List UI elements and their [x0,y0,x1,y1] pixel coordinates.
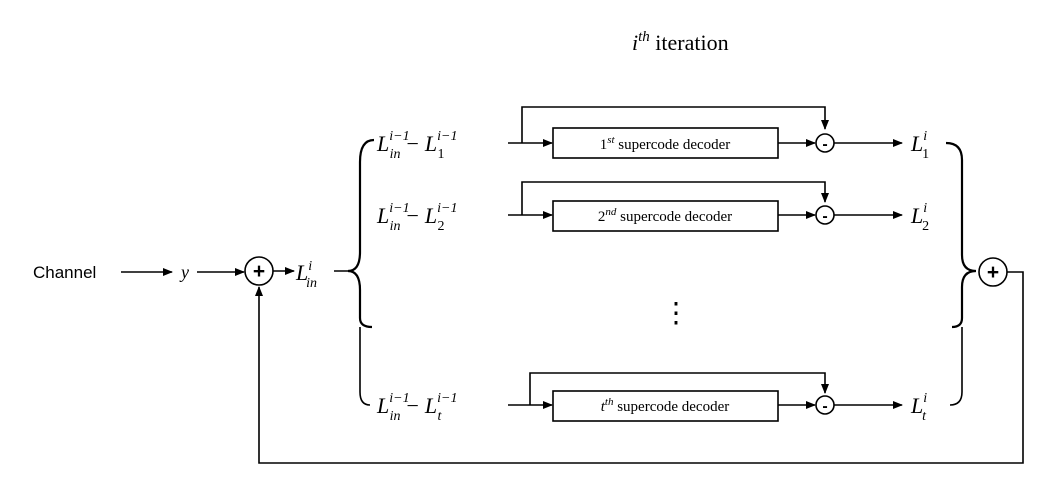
merge-brace [945,141,977,329]
branch-2-decoder-box [552,200,779,232]
channel-label: Channel [33,263,96,282]
branch-1-subtractor-symbol: - [822,136,827,153]
split-brace [347,138,375,329]
branch-t-bypass-arrow [529,372,829,405]
split-brace-lower-branch [359,327,371,406]
output-adder: + [978,257,1008,287]
branch-2-bypass-arrow [521,181,829,215]
input-adder-symbol: + [253,260,265,283]
diagram-title: ith iteration [632,29,729,55]
input-adder: + [244,256,274,286]
y-label: y [179,262,189,282]
ellipsis-more-decoders: ⋮ [662,298,690,329]
branch-t-subtractor-symbol: - [822,398,827,415]
branch-2-decoder-label: 2nd supercode decoder [598,206,732,225]
branch-2-subtractor-symbol: - [822,208,827,225]
branch-1-decoder-label: 1st supercode decoder [600,134,731,153]
merge-brace-lower-branch [949,327,963,406]
branch-t-decoder-box [552,390,779,422]
branch-t-decoder-label: tth supercode decoder [601,396,730,415]
feedback-loop-arrow [255,271,1024,464]
branch-1-bypass-arrow [521,106,829,143]
output-adder-symbol: + [987,261,999,284]
